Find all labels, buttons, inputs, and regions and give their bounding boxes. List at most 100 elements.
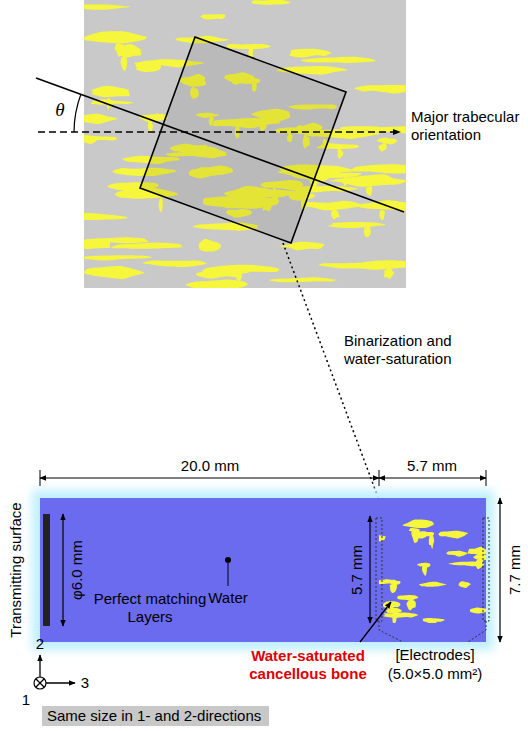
dimension-line	[379, 477, 486, 478]
orientation-label: Major trabecular orientation	[411, 108, 528, 144]
trabecula	[422, 563, 427, 576]
trabecula	[233, 266, 252, 274]
trabecula	[429, 533, 434, 549]
trabecula	[392, 609, 396, 623]
trabecula	[84, 5, 131, 10]
trabecula	[84, 213, 128, 220]
dimension-line	[62, 514, 63, 626]
trabecula	[366, 185, 372, 196]
trabecula	[200, 14, 225, 19]
trabecula	[328, 222, 386, 228]
trabecula	[111, 243, 182, 249]
caption-text: Same size in 1- and 2-directions	[47, 707, 261, 724]
trabecula	[354, 85, 406, 93]
trabecula	[470, 607, 486, 613]
trabecula	[406, 598, 415, 610]
trabecula	[289, 49, 331, 58]
electrode-label: [Electrodes]	[395, 646, 474, 664]
trabecula	[337, 148, 343, 159]
trabecula	[364, 226, 371, 238]
trabecula	[117, 44, 141, 57]
orientation-arrow	[38, 131, 400, 133]
trabecula	[377, 138, 398, 145]
trabecula	[459, 581, 471, 588]
transfer-arrow	[283, 243, 382, 508]
transmitting-surface	[43, 514, 50, 626]
pointer-arrow	[360, 602, 391, 642]
dimension-tick	[379, 470, 380, 486]
trabecula	[419, 582, 446, 587]
trabecula	[236, 272, 242, 282]
trabecula	[84, 113, 118, 124]
angle-arc	[74, 94, 81, 132]
water-label: Water	[208, 589, 247, 607]
angle-symbol: θ	[55, 99, 64, 122]
trabecula	[347, 164, 406, 173]
trabecula	[84, 266, 145, 279]
trabecula	[226, 44, 270, 49]
trabecula	[383, 612, 418, 617]
electrode	[483, 518, 489, 621]
trabecula	[428, 619, 437, 623]
trabecula	[403, 519, 434, 528]
axis-label: 1	[22, 691, 30, 709]
trabecula	[343, 176, 350, 185]
trabecula	[251, 0, 290, 5]
dimension-label: 5.7 mm	[407, 457, 457, 475]
pml-layer	[32, 490, 494, 650]
axis-into-page	[36, 679, 44, 687]
axis-into-page	[34, 677, 46, 689]
water-point	[225, 557, 231, 563]
bone-label: Water-saturated cancellous bone	[238, 647, 378, 683]
trabecula	[143, 260, 207, 267]
dimension-line	[40, 477, 379, 478]
pml-label: Perfect matching Layers	[90, 590, 210, 626]
trabecula	[186, 280, 248, 288]
axis-label: 3	[81, 674, 89, 692]
trabecula	[92, 86, 130, 97]
trabecula	[269, 277, 337, 282]
leader-line	[228, 563, 229, 586]
dimension-tick	[486, 470, 487, 486]
trabecula	[349, 260, 406, 269]
trabecular-texture	[84, 0, 406, 288]
electrode-size: (5.0×5.0 mm²)	[388, 665, 483, 683]
electrode-leader	[379, 621, 403, 642]
trabecula	[353, 200, 406, 209]
trabecula	[315, 172, 361, 178]
bone-texture	[379, 519, 486, 623]
trabecula	[84, 31, 147, 43]
dimension-line	[499, 498, 500, 642]
electrode-leader	[468, 621, 486, 642]
trabecula	[438, 531, 468, 539]
dimension-label: 5.7 mm	[348, 545, 366, 595]
process-label: Binarization and water-saturation	[344, 332, 484, 368]
trabecula	[199, 239, 222, 252]
trabecula	[84, 135, 117, 141]
water-domain	[40, 498, 486, 642]
trabecula	[135, 61, 161, 72]
trabecula	[301, 57, 376, 63]
trabecula	[121, 56, 128, 70]
dimension-label: 20.0 mm	[181, 457, 239, 475]
trabecula	[397, 595, 418, 600]
electrode	[376, 518, 382, 621]
cropped-region	[140, 37, 346, 243]
bone-image	[84, 0, 406, 288]
trabecula	[159, 198, 163, 212]
surface-label: Transmitting surface	[7, 502, 25, 637]
rotation-line	[36, 78, 404, 212]
axis-label: 2	[36, 635, 44, 653]
axis-into-page	[36, 679, 44, 687]
trabecula	[390, 583, 397, 593]
trabecula	[331, 209, 340, 219]
dimension-label: φ6.0 mm	[68, 540, 86, 600]
trabecula	[84, 239, 110, 249]
trabecula	[378, 142, 387, 151]
dimension-label: 7.7 mm	[506, 545, 524, 595]
trabecula	[446, 551, 467, 557]
trabecula	[84, 255, 152, 260]
trabecula	[379, 210, 385, 220]
caption-band: Same size in 1- and 2-directions	[42, 706, 269, 726]
dimension-line	[369, 516, 370, 623]
